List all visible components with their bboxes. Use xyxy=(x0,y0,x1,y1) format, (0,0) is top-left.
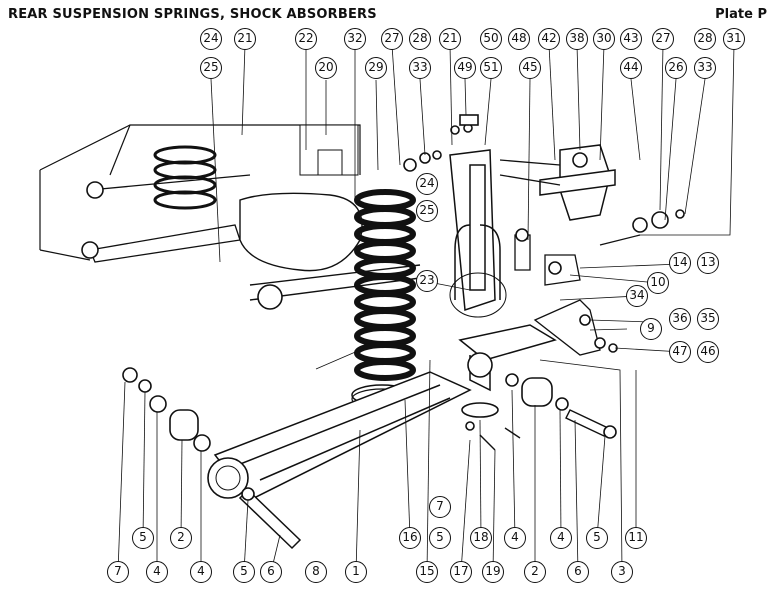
leader-lines xyxy=(117,44,735,573)
left-bushes xyxy=(122,367,211,452)
callout-7-bottom-b: 7 xyxy=(429,496,451,518)
right-bushes xyxy=(461,373,617,451)
callout-23-mid: 23 xyxy=(416,270,438,292)
trailing-arm xyxy=(207,371,472,501)
chassis-bracket xyxy=(299,124,359,176)
callout-18-bottom: 18 xyxy=(470,527,492,549)
callout-36-mid: 36 xyxy=(669,308,691,330)
background-spring xyxy=(153,145,217,210)
callout-5-bottom-d: 5 xyxy=(586,527,608,549)
callout-33-top-b: 33 xyxy=(694,57,716,79)
arm-pivot-bolt xyxy=(238,487,302,550)
callout-5-bottom-b: 5 xyxy=(233,561,255,583)
callout-4-bottom: 4 xyxy=(146,561,168,583)
callout-20-top: 20 xyxy=(315,57,337,79)
callout-6-bottom-b: 6 xyxy=(567,561,589,583)
callout-43-top: 43 xyxy=(620,28,642,50)
mid-right-parts xyxy=(514,228,618,356)
callout-22-top: 22 xyxy=(295,28,317,50)
callout-1-bottom: 1 xyxy=(345,561,367,583)
callout-2-bottom: 2 xyxy=(170,527,192,549)
callout-21-top-b: 21 xyxy=(439,28,461,50)
callout-9-mid: 9 xyxy=(640,318,662,340)
callout-4-bottom-c: 4 xyxy=(504,527,526,549)
callout-50-top: 50 xyxy=(480,28,502,50)
callout-27-top: 27 xyxy=(381,28,403,50)
callout-28-top: 28 xyxy=(409,28,431,50)
callout-17-bottom: 17 xyxy=(450,561,472,583)
callout-11-bottom: 11 xyxy=(625,527,647,549)
coil-spring xyxy=(354,189,416,381)
callout-35-mid: 35 xyxy=(697,308,719,330)
plate-label: Plate P xyxy=(715,7,767,22)
callout-5-bottom-c: 5 xyxy=(429,527,451,549)
callout-4-bottom-d: 4 xyxy=(550,527,572,549)
callout-27-top-b: 27 xyxy=(652,28,674,50)
callout-38-top: 38 xyxy=(566,28,588,50)
callout-14-mid: 14 xyxy=(669,252,691,274)
callout-31-top: 31 xyxy=(723,28,745,50)
callout-6-bottom: 6 xyxy=(260,561,282,583)
callout-30-top: 30 xyxy=(593,28,615,50)
callout-51-top: 51 xyxy=(480,57,502,79)
callout-19-bottom: 19 xyxy=(482,561,504,583)
callout-32-top: 32 xyxy=(344,28,366,50)
shock-link xyxy=(449,149,507,318)
callout-13-mid: 13 xyxy=(697,252,719,274)
spring-seat-plate xyxy=(458,324,557,392)
callout-44-top: 44 xyxy=(620,57,642,79)
background-arm xyxy=(81,174,251,263)
callout-25-top: 25 xyxy=(200,57,222,79)
callout-29-top: 29 xyxy=(365,57,387,79)
callout-10-mid: 10 xyxy=(647,272,669,294)
callout-24-top: 24 xyxy=(200,28,222,50)
callout-4-bottom-b: 4 xyxy=(190,561,212,583)
callout-42-top: 42 xyxy=(538,28,560,50)
callout-33-top: 33 xyxy=(409,57,431,79)
callout-48-top: 48 xyxy=(508,28,530,50)
callout-2-bottom-b: 2 xyxy=(524,561,546,583)
callout-15-bottom: 15 xyxy=(416,561,438,583)
callout-34-mid: 34 xyxy=(626,285,648,307)
shock-absorber-body xyxy=(539,144,616,221)
callout-28-top-b: 28 xyxy=(694,28,716,50)
callout-21-top: 21 xyxy=(234,28,256,50)
chassis-frame xyxy=(39,124,361,261)
callout-46-mid: 46 xyxy=(697,341,719,363)
callout-8-bottom: 8 xyxy=(305,561,327,583)
callout-47-mid: 47 xyxy=(669,341,691,363)
callout-26-top: 26 xyxy=(665,57,687,79)
callout-49-top: 49 xyxy=(454,57,476,79)
page-title: REAR SUSPENSION SPRINGS, SHOCK ABSORBERS xyxy=(8,7,377,22)
top-bolts xyxy=(403,114,685,246)
callout-16-bottom: 16 xyxy=(399,527,421,549)
callout-25-mid: 25 xyxy=(416,200,438,222)
callout-5-bottom: 5 xyxy=(132,527,154,549)
callout-45-top: 45 xyxy=(519,57,541,79)
callout-3-bottom: 3 xyxy=(611,561,633,583)
callout-24-mid: 24 xyxy=(416,173,438,195)
callout-7-bottom: 7 xyxy=(107,561,129,583)
